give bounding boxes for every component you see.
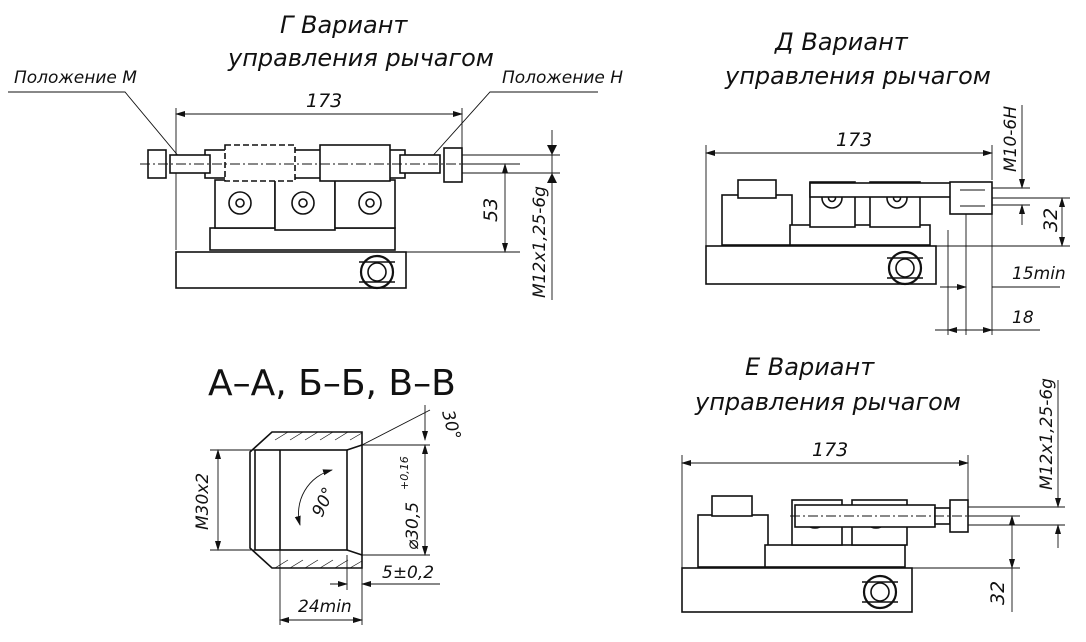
- position-m-label: Положение М: [14, 68, 137, 88]
- dim-18-label: 18: [1012, 308, 1034, 328]
- thread-e-label: M12x1,25-6g: [1037, 378, 1057, 490]
- position-n-leader: [419, 91, 598, 171]
- dim-173-d-label: 173: [836, 129, 872, 151]
- dim-173-g-label: 173: [306, 90, 342, 112]
- base-plate-e: [681, 567, 913, 613]
- section-title: А–А, Б–Б, В–В: [208, 363, 456, 404]
- dim-32-d-label: 32: [1040, 208, 1062, 232]
- diameter-label: ⌀30,5: [403, 502, 423, 550]
- view-g-title-line1: Г Вариант: [280, 11, 408, 39]
- section-thread-label: M30x2: [193, 473, 213, 530]
- dim-5-label: 5±0,2: [382, 563, 434, 583]
- view-e-title-line1: Е Вариант: [745, 353, 875, 381]
- section-view: А–А, Б–Б, В–В M30x2 90° ⌀30,5 +0,16 30°: [193, 363, 464, 625]
- view-e: Е Вариант управления рычагом 173 M12x1,2…: [681, 353, 1065, 613]
- dim-53-label: 53: [480, 198, 502, 222]
- thread-d-label: M10-6H: [1001, 106, 1021, 172]
- view-g: Г Вариант управления рычагом Положение М…: [8, 11, 623, 300]
- view-d: Д Вариант управления рычагом 173 M10-6H …: [705, 28, 1070, 335]
- dim-32-e-label: 32: [987, 581, 1009, 605]
- tolerance-label: +0,16: [398, 456, 411, 490]
- view-d-title-line1: Д Вариант: [774, 28, 909, 56]
- dim-173-e-label: 173: [812, 439, 848, 461]
- angle-30-label: 30°: [437, 408, 464, 442]
- view-e-title-line2: управления рычагом: [694, 388, 961, 416]
- dim-15min-label: 15min: [1012, 264, 1066, 284]
- position-n-label: Положение Н: [502, 68, 623, 88]
- view-g-title-line2: управления рычагом: [227, 44, 494, 72]
- position-m-leader: [8, 91, 191, 171]
- dim-24min-label: 24min: [298, 597, 352, 617]
- view-d-title-line2: управления рычагом: [724, 62, 991, 90]
- thread-g-label: M12x1,25-6g: [530, 186, 550, 298]
